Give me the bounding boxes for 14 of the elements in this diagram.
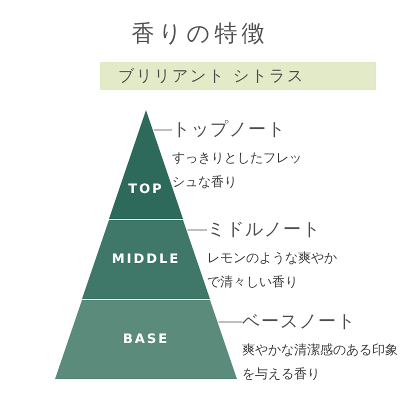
subtitle-band: ブリリアント シトラス: [100, 62, 376, 90]
note-description: 爽やかな清潔感のある印象を与える香り: [242, 342, 398, 384]
leader-line: [187, 229, 207, 231]
tier-label: BASE: [122, 332, 170, 347]
title: 香りの特徴: [130, 20, 270, 49]
tier-label: TOP: [128, 182, 164, 197]
note-heading: トップノート: [172, 118, 286, 141]
leader-line: [218, 321, 242, 323]
note-heading: ミドルノート: [207, 218, 321, 241]
note-description: レモンのような爽やかで清々しい香り: [207, 250, 337, 292]
tier-label: MIDDLE: [112, 252, 180, 267]
note-heading: ベースノート: [242, 310, 356, 333]
note-description: すっきりとしたフレッシュな香り: [172, 150, 302, 192]
leader-line: [154, 129, 172, 131]
